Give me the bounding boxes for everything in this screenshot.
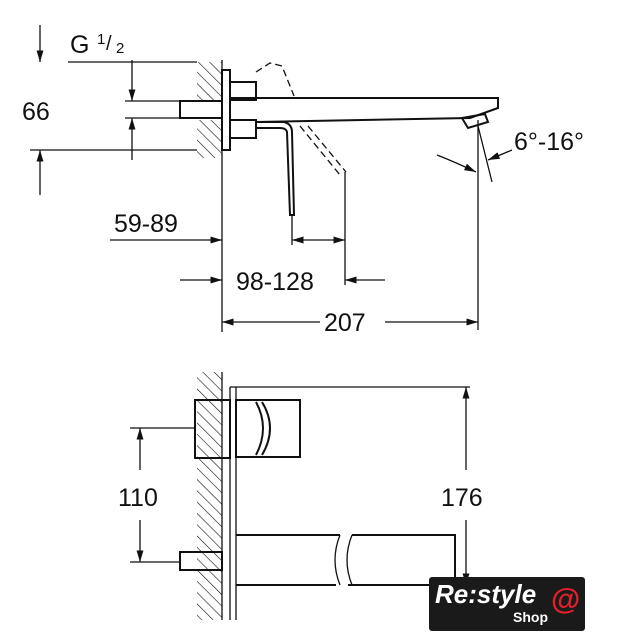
svg-text:/: / <box>106 33 112 55</box>
side-view: G 1 / 2 66 59-89 98-128 207 6°-16° <box>22 25 584 337</box>
spout-front <box>236 534 456 586</box>
handle <box>235 399 301 458</box>
wall-hatch-upper <box>197 62 222 100</box>
dim-height: 66 <box>22 98 50 126</box>
thread-denominator: 2 <box>116 40 124 57</box>
lever-alt-dashed-lower-2 <box>307 125 347 173</box>
dim-projection: 207 <box>324 309 366 337</box>
dim-angle: 6°-16° <box>514 128 584 156</box>
dim-plate-height: 176 <box>441 484 483 512</box>
dim-wall-depth: 59-89 <box>114 210 178 238</box>
wall-plate <box>221 69 231 151</box>
dim-handle: 98-128 <box>236 268 314 296</box>
thread-label: G <box>70 31 89 59</box>
pipe-stub-front <box>179 551 223 571</box>
angle-arrow-right <box>487 149 513 161</box>
aerator <box>460 112 490 130</box>
wall-hatch <box>197 372 222 620</box>
front-view: 110 176 <box>118 372 483 620</box>
logo-at-icon: @ <box>551 583 581 616</box>
angle-line <box>477 125 493 183</box>
handle-curve <box>255 401 264 456</box>
lever-handle <box>256 121 296 216</box>
lever-alt-dashed-lower-1 <box>299 125 341 176</box>
dim-center: 110 <box>118 484 158 512</box>
body-block <box>194 399 231 459</box>
pipe-stub <box>179 100 223 119</box>
thread-numerator: 1 <box>97 31 105 48</box>
logo-main: Re:style <box>435 579 537 609</box>
restyle-shop-logo: Re:style Shop @ <box>429 577 585 631</box>
spout <box>230 97 499 123</box>
logo-sub: Shop <box>513 609 548 625</box>
break-lines <box>334 534 353 586</box>
body-upper <box>229 81 257 101</box>
wall-hatch-lower <box>197 120 222 158</box>
lever-alt-dashed-upper <box>255 62 295 97</box>
body-lower <box>229 119 257 139</box>
angle-arrow-left <box>436 154 477 173</box>
